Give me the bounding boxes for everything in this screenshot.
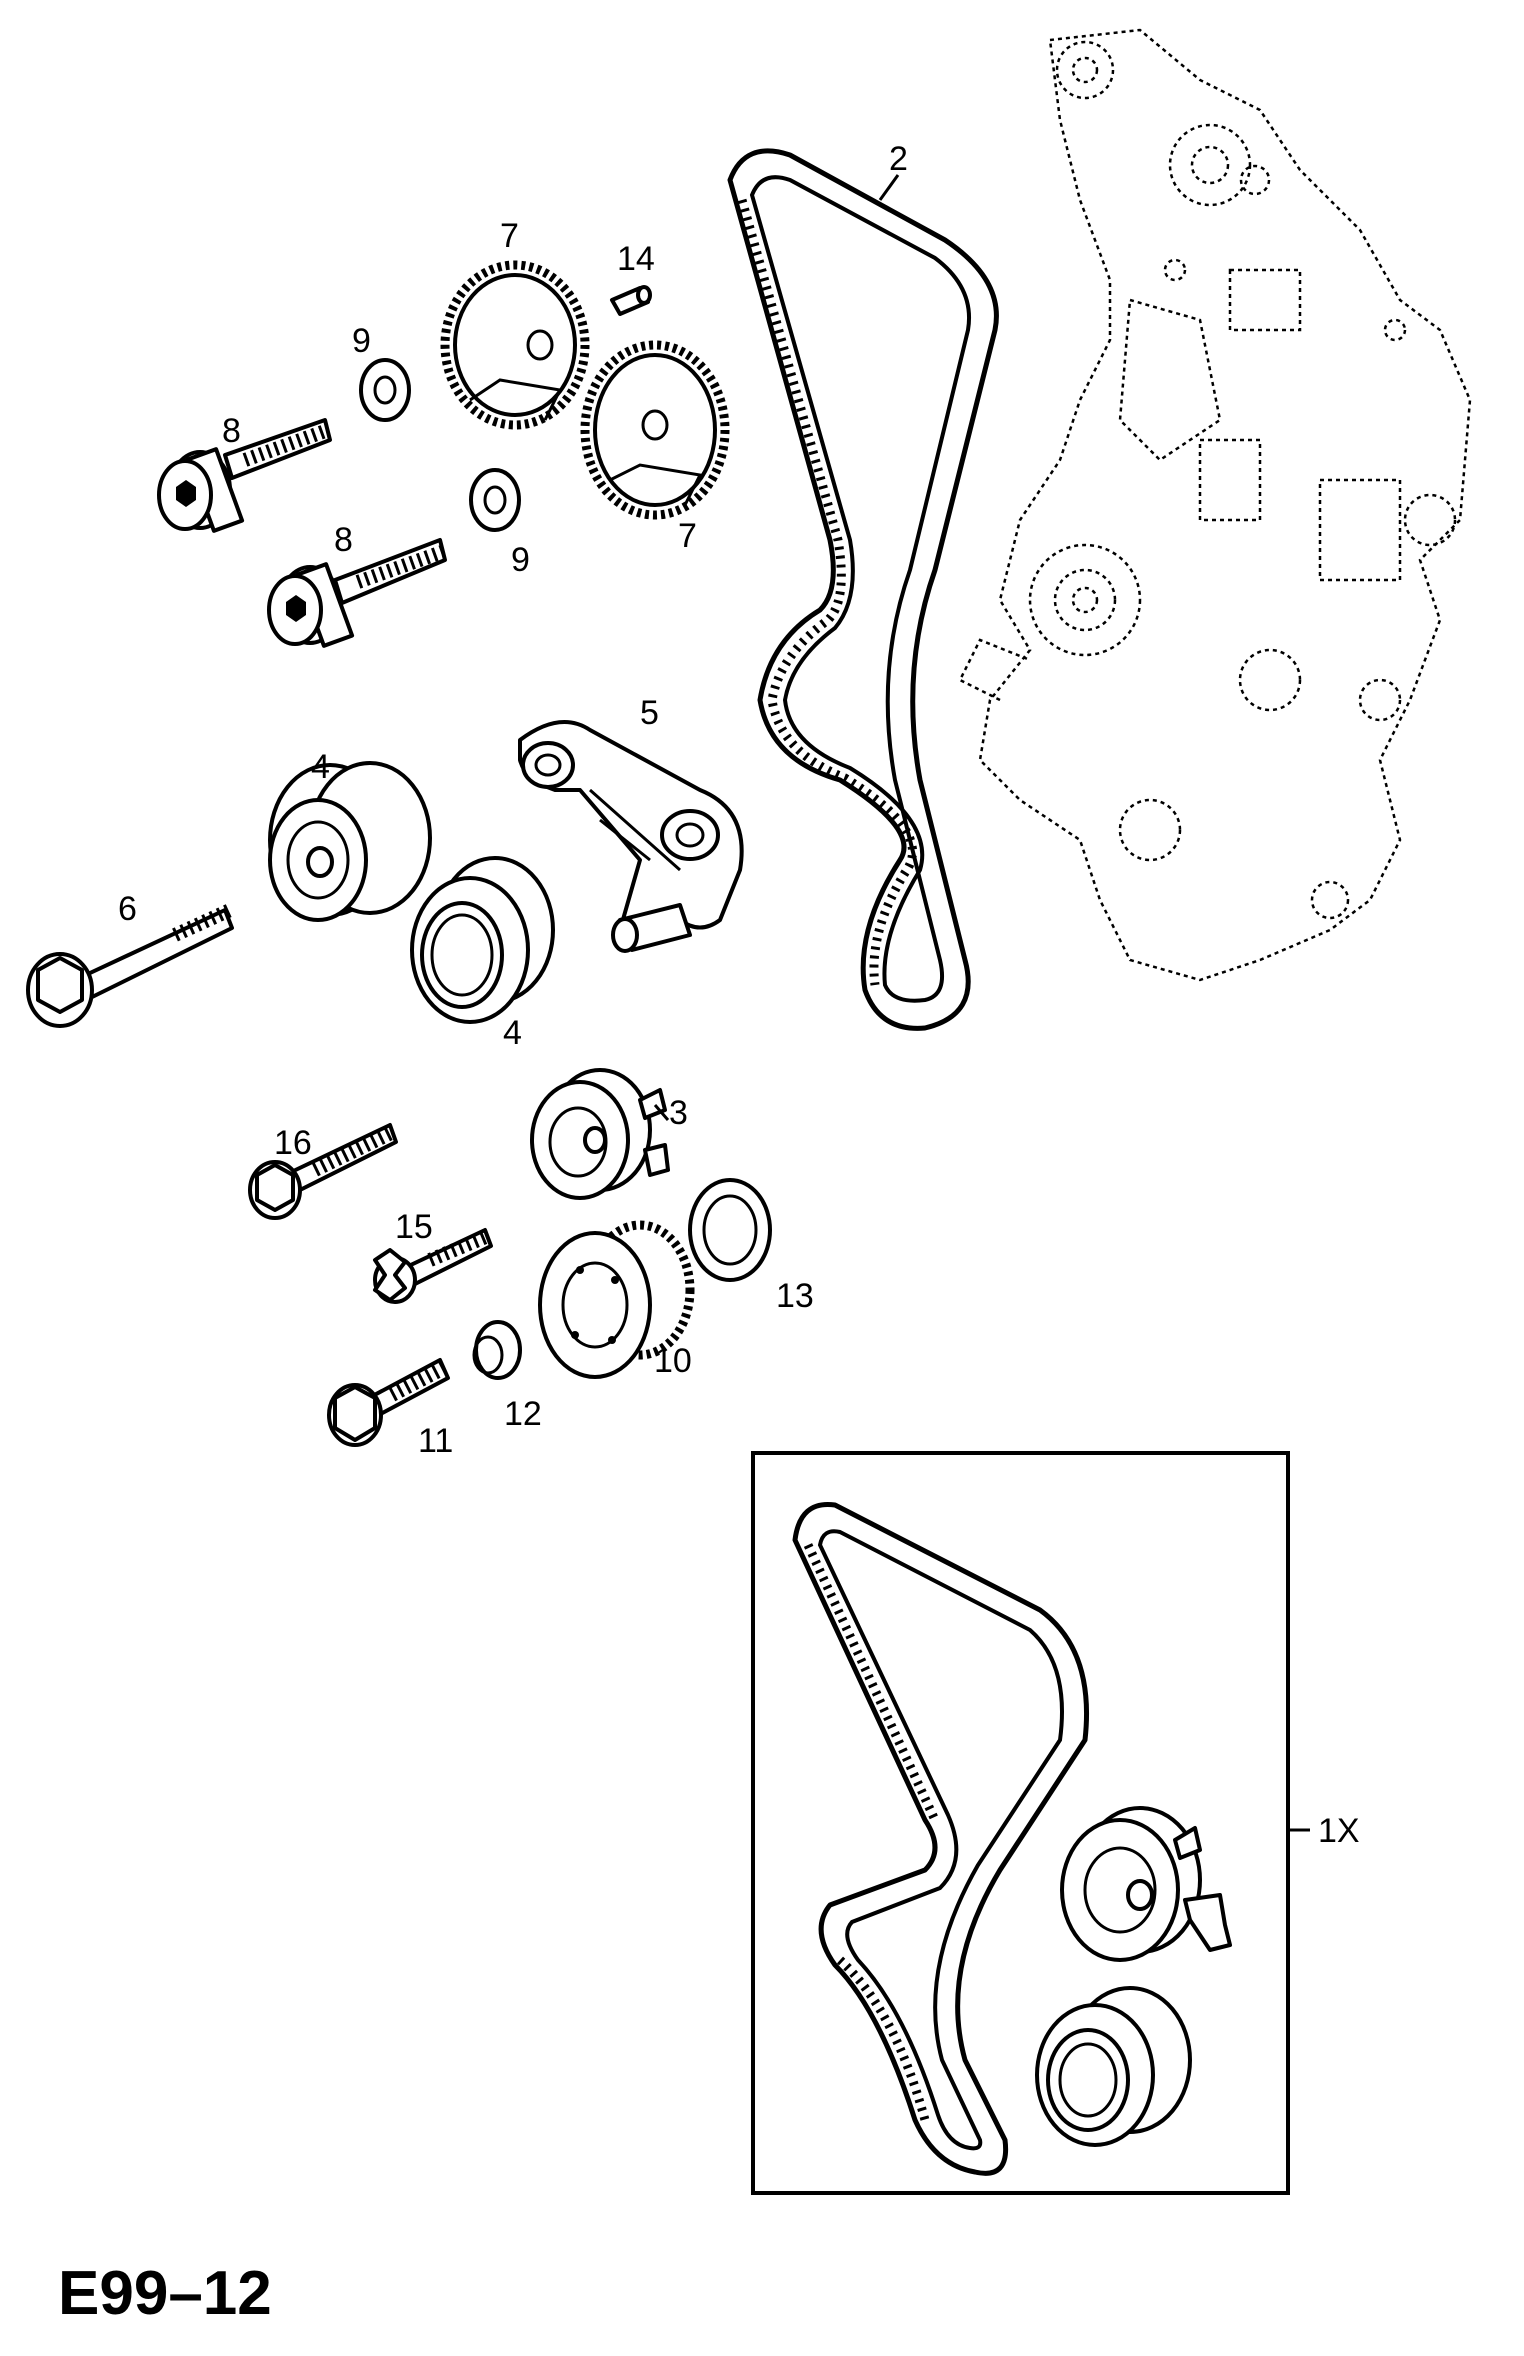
camshaft-sprocket-lower [580, 340, 730, 520]
callout-9b: 9 [511, 541, 530, 579]
callout-16: 16 [274, 1124, 312, 1162]
timing-belt [727, 148, 999, 1031]
flange-bolt-16 [248, 1123, 398, 1220]
callout-12: 12 [504, 1395, 542, 1433]
seal-ring [688, 1178, 772, 1282]
callout-15: 15 [395, 1208, 433, 1246]
kit-box [751, 1451, 1290, 2195]
flange-bolt-long [26, 903, 234, 1028]
callout-9a: 9 [352, 322, 371, 360]
callout-8a: 8 [222, 412, 241, 450]
callout-6: 6 [118, 890, 137, 928]
idler-pulley-lower [410, 856, 555, 1024]
callout-13: 13 [776, 1277, 814, 1315]
callout-14: 14 [617, 240, 655, 278]
engine-block-ghost [958, 28, 1472, 982]
leader-3 [653, 1104, 670, 1121]
flange-bolt-11 [327, 1358, 450, 1447]
diagram-code: E99–12 [58, 2259, 272, 2328]
callout-8b: 8 [334, 521, 353, 559]
kit-timing-belt [792, 1501, 1090, 2176]
socket-bolt-lower [267, 538, 447, 648]
dowel-pin [610, 285, 652, 316]
callout-3: 3 [669, 1094, 688, 1132]
kit-idler-pulley [1035, 1986, 1192, 2147]
belt-tensioner [530, 1068, 670, 1200]
leader-2 [878, 174, 900, 201]
callout-2: 2 [889, 140, 908, 178]
callout-7b: 7 [678, 517, 697, 555]
tensioner-bracket [518, 720, 744, 953]
callout-1x: 1X [1318, 1812, 1360, 1850]
socket-bolt-upper [157, 418, 332, 533]
callout-4b: 4 [503, 1014, 522, 1052]
small-washer [472, 1320, 522, 1380]
callout-10: 10 [654, 1342, 692, 1380]
washer-lower [469, 468, 521, 532]
kit-tensioner [1060, 1806, 1232, 1962]
crankshaft-sprocket [538, 1220, 695, 1379]
callout-7a: 7 [500, 217, 519, 255]
callout-11: 11 [418, 1422, 453, 1460]
callout-5: 5 [640, 694, 659, 732]
camshaft-sprocket-upper [440, 260, 590, 430]
torx-bolt [373, 1228, 493, 1304]
washer-upper [359, 358, 411, 422]
callout-4a: 4 [311, 748, 330, 786]
idler-pulley-upper [268, 761, 432, 922]
